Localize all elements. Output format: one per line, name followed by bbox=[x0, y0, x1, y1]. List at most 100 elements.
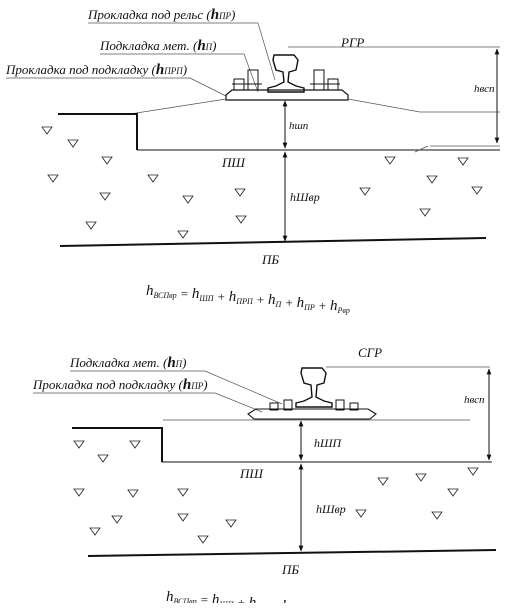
ballast-stone-mark bbox=[127, 489, 139, 498]
ballast-triangles-bottom bbox=[73, 440, 479, 544]
ballast-stone-mark bbox=[41, 126, 53, 135]
formula-subscript: ПР bbox=[303, 303, 315, 312]
ballast-stone-mark bbox=[129, 440, 141, 449]
sleeper-right-slope bbox=[347, 98, 500, 113]
formula-subscript: ШП bbox=[198, 294, 214, 303]
bolts-right bbox=[310, 69, 340, 91]
rail-profile bbox=[267, 54, 305, 93]
label-rail-pad: Прокладка под рельс (hПР) bbox=[87, 7, 235, 23]
ballast-stone-mark bbox=[419, 208, 431, 217]
ballast-stone-mark bbox=[471, 186, 483, 195]
ballast-stone-mark bbox=[431, 511, 443, 520]
dim-shvp-label-b: hШвр bbox=[316, 502, 346, 516]
leader-plate-b bbox=[70, 370, 283, 405]
formula-term: h bbox=[330, 298, 338, 314]
metal-plate bbox=[225, 89, 349, 101]
label-plate-b: Подкладка мет. (hП) bbox=[69, 355, 187, 371]
ballast-stone-mark bbox=[426, 175, 438, 184]
formula-term: h bbox=[146, 283, 154, 299]
ballast-stone-mark bbox=[101, 156, 113, 165]
ballast-stone-mark bbox=[147, 174, 159, 183]
label-psh-b: ПШ bbox=[239, 466, 264, 481]
formula-term: + bbox=[281, 295, 296, 310]
formula-subscript: ВСПвр bbox=[174, 597, 197, 603]
label-plate-pad-b: Прокладка под подкладку (hПР) bbox=[32, 377, 208, 393]
sleeper-left-slope bbox=[129, 98, 227, 115]
ballast-stone-mark bbox=[355, 509, 367, 518]
formula-term: + bbox=[253, 292, 268, 307]
bolts-b bbox=[269, 399, 359, 411]
formula-term: h bbox=[212, 592, 220, 603]
metal-plate-b bbox=[247, 408, 377, 420]
ballast-stone-mark bbox=[457, 157, 469, 166]
formula-term: h bbox=[282, 598, 290, 603]
bolts-left bbox=[232, 69, 262, 91]
ballast-stone-mark bbox=[67, 139, 79, 148]
label-pb-b: ПБ bbox=[281, 562, 299, 577]
ballast-stone-mark bbox=[177, 488, 189, 497]
dim-shp-label: hшп bbox=[289, 120, 309, 132]
formula-term: + bbox=[214, 289, 229, 304]
formula-term: h bbox=[229, 289, 237, 305]
ballast-stone-mark bbox=[359, 187, 371, 196]
ballast-triangles-top bbox=[41, 126, 483, 239]
ballast-stone-mark bbox=[467, 467, 479, 476]
formula-term: h bbox=[268, 292, 276, 308]
formula-term: h bbox=[297, 295, 305, 311]
ballast-stone-mark bbox=[182, 195, 194, 204]
dim-shp-label-b: hШП bbox=[314, 436, 343, 450]
leader-plate bbox=[100, 53, 259, 93]
ballast-top-edge bbox=[58, 113, 138, 150]
label-psh: ПШ bbox=[221, 155, 246, 170]
type-label-sgr: СГР bbox=[358, 345, 382, 360]
ballast-stone-mark bbox=[377, 477, 389, 486]
ballast-stone-mark bbox=[47, 174, 59, 183]
ballast-stone-mark bbox=[85, 221, 97, 230]
ballast-stone-mark bbox=[99, 192, 111, 201]
leader-plate-pad bbox=[6, 77, 227, 97]
rail-profile-b bbox=[295, 367, 333, 408]
ballast-stone-mark bbox=[415, 473, 427, 482]
ballast-stone-mark bbox=[177, 230, 189, 239]
ballast-stone-mark bbox=[111, 515, 123, 524]
label-pb: ПБ bbox=[261, 252, 279, 267]
formula-term: + bbox=[267, 598, 282, 603]
formula-term: h bbox=[192, 286, 200, 302]
formula-term: h bbox=[166, 589, 174, 603]
formula-term: = bbox=[177, 286, 192, 301]
dim-vsp-label: hвсп bbox=[474, 83, 495, 95]
ballast-top-edge-b bbox=[72, 427, 163, 462]
formula-bottom: hВСПвр = hШП + hПР + hП + hРвр bbox=[166, 589, 331, 603]
ballast-stone-mark bbox=[177, 513, 189, 522]
formula-term: + bbox=[315, 298, 330, 313]
formula-subscript: П bbox=[275, 300, 283, 309]
leader-plate-pad-b bbox=[33, 392, 263, 413]
formula-subscript: ВСПвр bbox=[154, 291, 177, 300]
ballast-stone-mark bbox=[384, 156, 396, 165]
label-plate: Подкладка мет. (hП) bbox=[99, 38, 217, 54]
subgrade-line bbox=[59, 237, 487, 247]
bottom-diagram: Подкладка мет. (hП) Прокладка под подкла… bbox=[32, 345, 497, 608]
ballast-stone-mark bbox=[235, 215, 247, 224]
dim-vsp-label-b: hвсп bbox=[464, 394, 485, 406]
subgrade-line-b bbox=[87, 549, 497, 557]
top-diagram: Прокладка под рельс (hПР) Подкладка мет.… bbox=[5, 7, 500, 315]
ballast-stone-mark bbox=[73, 440, 85, 449]
leader-rail-pad bbox=[88, 22, 276, 81]
formula-term: h bbox=[249, 595, 257, 603]
dim-shvp-label: hШвр bbox=[290, 190, 320, 204]
formula-term: + bbox=[234, 595, 249, 603]
type-label-rgr: РГР bbox=[340, 35, 364, 50]
formula-subscript: ПРП bbox=[235, 297, 254, 306]
ballast-stone-mark bbox=[97, 454, 109, 463]
label-plate-pad: Прокладка под подкладку (hПРП) bbox=[5, 62, 187, 78]
ballast-stone-mark bbox=[73, 488, 85, 497]
formula-subscript: Рвр bbox=[337, 306, 350, 315]
right-base-step bbox=[414, 145, 429, 153]
ballast-stone-mark bbox=[234, 188, 246, 197]
ballast-stone-mark bbox=[447, 488, 459, 497]
ballast-stone-mark bbox=[225, 519, 237, 528]
ballast-stone-mark bbox=[197, 535, 209, 544]
